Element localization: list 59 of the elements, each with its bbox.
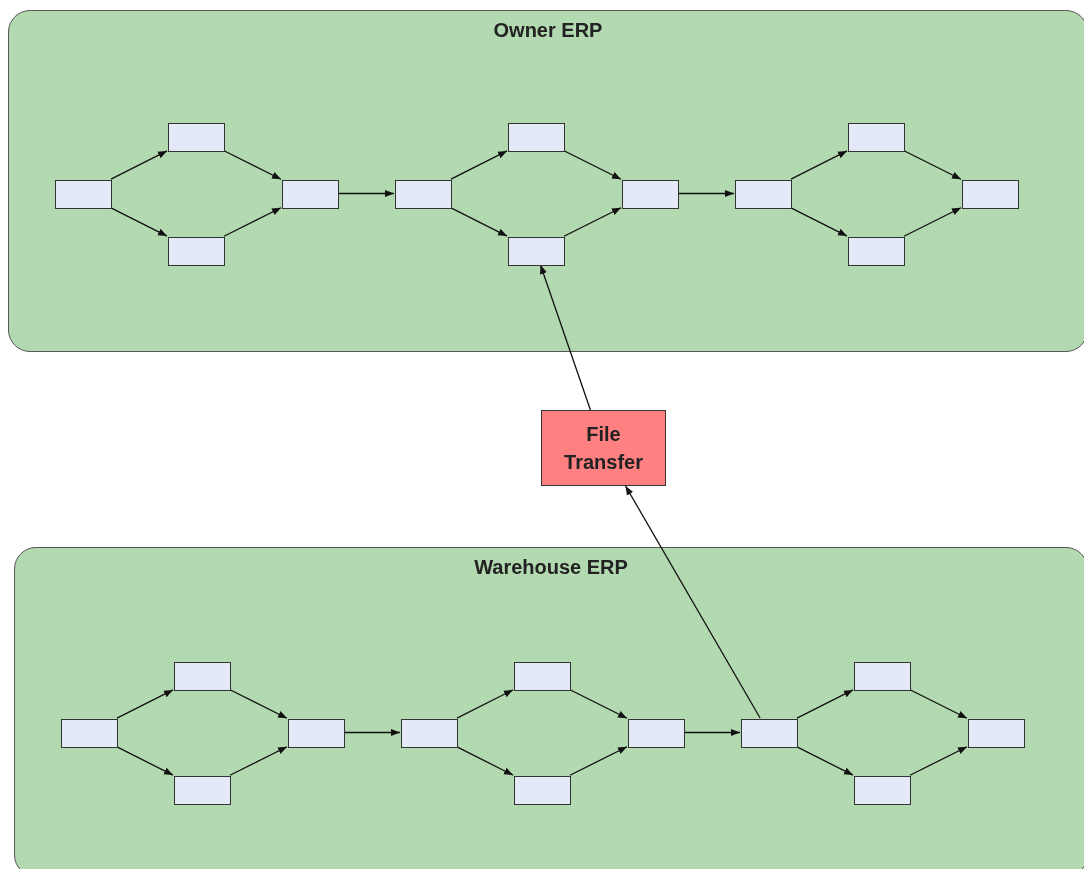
arrow xyxy=(903,150,962,180)
arrow xyxy=(110,207,168,237)
arrow xyxy=(116,746,174,776)
process-box xyxy=(401,719,458,748)
process-box xyxy=(962,180,1019,209)
arrow xyxy=(796,689,854,719)
arrow xyxy=(569,689,628,719)
process-box xyxy=(741,719,798,748)
arrow xyxy=(223,207,282,237)
arrow xyxy=(229,689,288,719)
arrow xyxy=(790,207,848,237)
process-box xyxy=(174,776,231,805)
arrow xyxy=(903,207,962,237)
arrow xyxy=(569,746,628,776)
panel-title: Warehouse ERP xyxy=(473,556,629,579)
arrow xyxy=(796,746,854,776)
arrow xyxy=(456,689,514,719)
arrow xyxy=(624,485,761,719)
arrow xyxy=(223,150,282,180)
arrow xyxy=(683,728,741,737)
panel-title: Owner ERP xyxy=(492,19,604,42)
system-panel xyxy=(8,10,1084,352)
process-box xyxy=(395,180,452,209)
process-box xyxy=(854,776,911,805)
system-panel xyxy=(14,547,1084,869)
arrow xyxy=(110,150,168,180)
process-box xyxy=(282,180,339,209)
process-box xyxy=(174,662,231,691)
process-box xyxy=(968,719,1025,748)
arrow xyxy=(909,689,968,719)
process-box xyxy=(622,180,679,209)
process-box xyxy=(61,719,118,748)
arrow xyxy=(337,189,395,198)
process-box xyxy=(514,662,571,691)
arrow xyxy=(450,150,508,180)
arrow xyxy=(116,689,174,719)
arrow xyxy=(343,728,401,737)
arrow xyxy=(450,207,508,237)
process-box xyxy=(848,237,905,266)
arrow xyxy=(563,207,622,237)
process-box xyxy=(848,123,905,152)
process-box xyxy=(854,662,911,691)
transfer-box: File Transfer xyxy=(541,410,666,486)
process-box xyxy=(628,719,685,748)
arrow xyxy=(790,150,848,180)
process-box xyxy=(288,719,345,748)
process-box xyxy=(508,123,565,152)
arrow xyxy=(229,746,288,776)
process-box xyxy=(508,237,565,266)
process-box xyxy=(168,237,225,266)
process-box xyxy=(514,776,571,805)
arrow xyxy=(563,150,622,180)
process-box xyxy=(55,180,112,209)
arrow xyxy=(909,746,968,776)
arrow xyxy=(456,746,514,776)
process-box xyxy=(735,180,792,209)
arrow xyxy=(677,189,735,198)
arrow xyxy=(539,264,592,411)
process-box xyxy=(168,123,225,152)
